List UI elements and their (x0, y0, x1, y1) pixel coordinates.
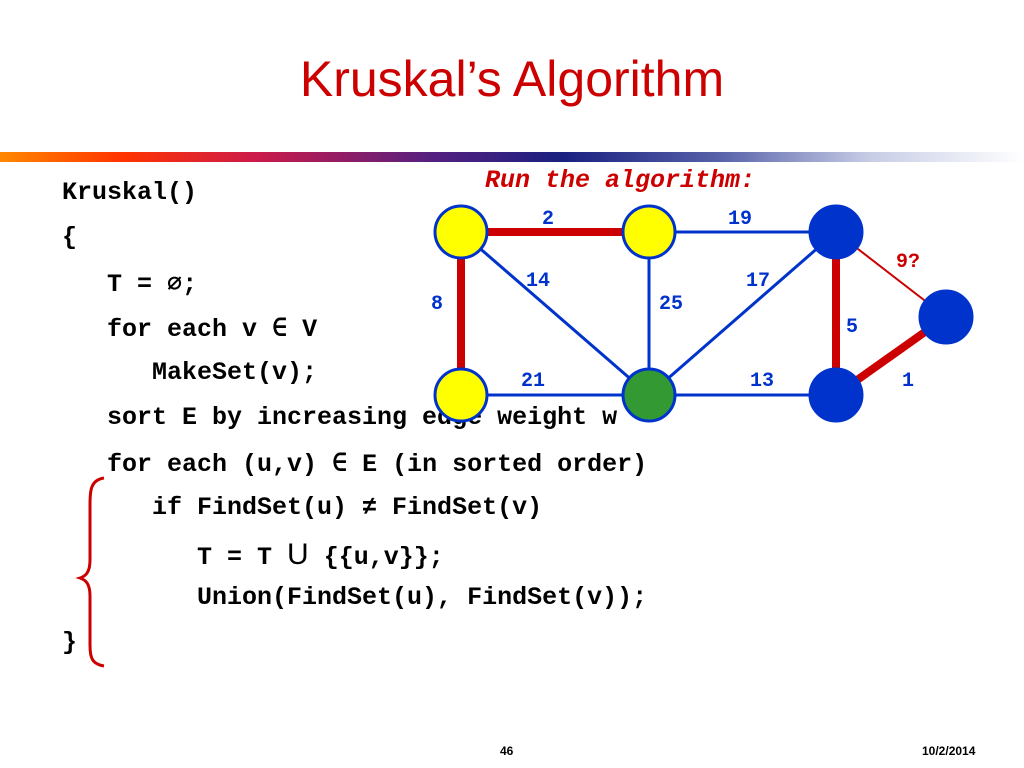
graph-node-a (433, 204, 489, 260)
edge-weight-a-b: 2 (542, 208, 554, 231)
pseudocode-block: Kruskal() { T = ∅; for each v ∈ V MakeSe… (0, 0, 647, 657)
code-line-4: for each v ∈ V (62, 315, 318, 344)
edge-weight-f-g: 13 (750, 370, 774, 393)
code-line-7: for each (u,v) ∈ E (in sorted order) (62, 450, 648, 479)
edge-weight-g-d: 1 (902, 370, 914, 393)
edge-weight-a-e: 8 (431, 293, 443, 316)
graph-node-f (621, 367, 677, 423)
code-line-9: T = T U {{u,v}}; (62, 538, 444, 572)
graph-node-d (918, 289, 974, 345)
edge-weight-c-g: 5 (846, 316, 858, 339)
edge-weight-c-d: 9? (896, 251, 920, 274)
code-line-9-text: T = T (62, 543, 288, 572)
code-line-2: { (62, 223, 78, 252)
code-line-10: Union(FindSet(u), FindSet(v)); (62, 583, 648, 612)
edge-weight-b-f: 25 (659, 293, 683, 316)
code-line-11: } (62, 628, 78, 657)
page-number: 46 (500, 744, 514, 758)
code-line-1: Kruskal() (62, 178, 198, 207)
slide-date: 10/2/2014 (922, 744, 976, 758)
title-divider (0, 152, 1024, 162)
code-line-3: T = ∅; (62, 270, 198, 299)
edge-weight-b-c: 19 (728, 208, 752, 231)
edge-c-f (648, 230, 837, 397)
graph-node-b (621, 204, 677, 260)
graph-node-c (808, 204, 864, 260)
graph-node-g (808, 367, 864, 423)
edge-weight-e-f: 21 (521, 370, 545, 393)
red-curly-brace (75, 476, 105, 668)
code-line-5: MakeSet(v); (62, 358, 318, 387)
run-the-algorithm-label: Run the algorithm: (485, 166, 756, 195)
edge-weight-a-f: 14 (526, 270, 550, 293)
edge-a-f (460, 230, 650, 397)
slide-title: Kruskal’s Algorithm (299, 51, 725, 107)
code-line-9-suffix: {{u,v}}; (308, 543, 444, 572)
code-line-8: if FindSet(u) ≠ FindSet(v) (62, 493, 543, 522)
graph-node-e (433, 367, 489, 423)
edge-weight-c-f: 17 (746, 270, 770, 293)
union-symbol: U (287, 538, 309, 571)
